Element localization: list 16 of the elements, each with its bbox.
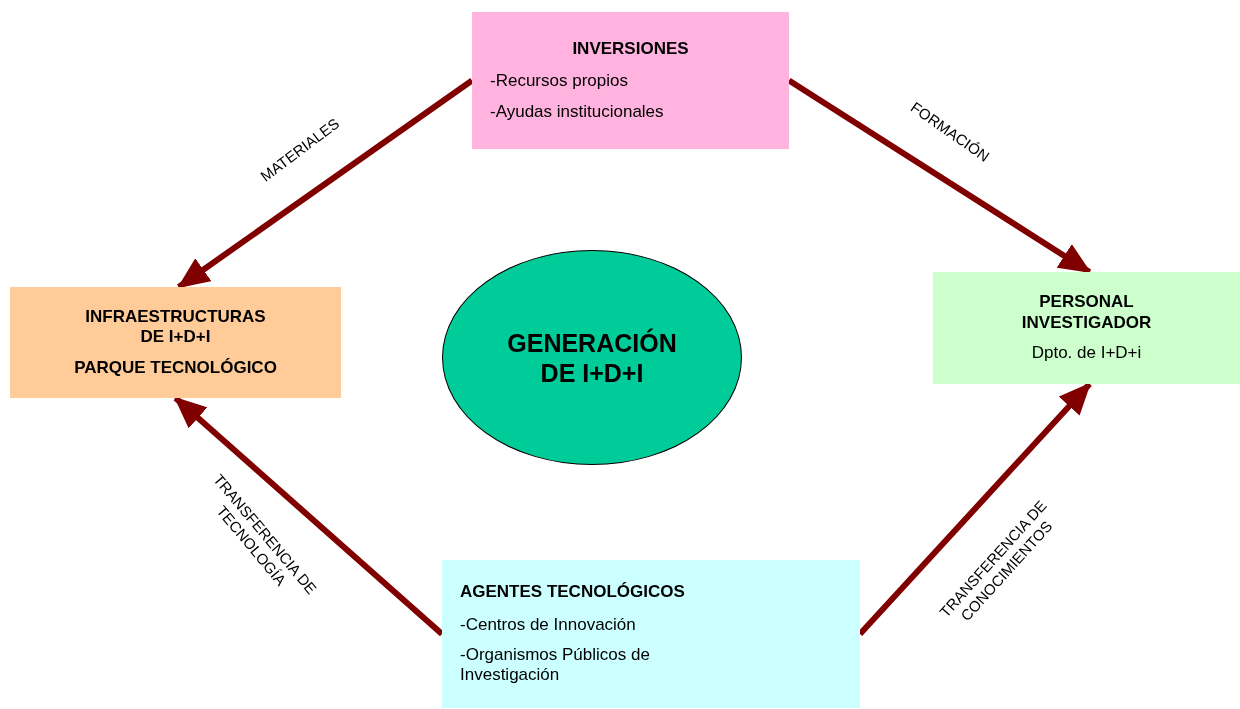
node-text: PARQUE TECNOLÓGICO: [73, 357, 278, 379]
arrow: [177, 78, 474, 290]
node-heading: AGENTES TECNOLÓGICOS: [459, 582, 686, 603]
process-box: [10, 287, 341, 398]
process-box: [472, 12, 789, 149]
node-heading: INVERSIONES: [571, 38, 690, 60]
process-box: [933, 272, 1240, 384]
node-text: Dpto. de I+D+i: [1030, 343, 1143, 364]
node-text: -Organismos Públicos de Investigación: [459, 645, 651, 686]
node-text: -Recursos propios: [489, 71, 629, 92]
node-text: -Ayudas institucionales: [489, 101, 665, 123]
node-heading: INFRAESTRUCTURAS DE I+D+I: [84, 306, 267, 348]
node-heading: PERSONAL INVESTIGADOR: [1020, 292, 1153, 334]
process-box: [442, 560, 860, 708]
node-text: -Centros de Innovación: [459, 614, 637, 635]
node-heading: GENERACIÓN DE I+D+I: [506, 327, 678, 388]
